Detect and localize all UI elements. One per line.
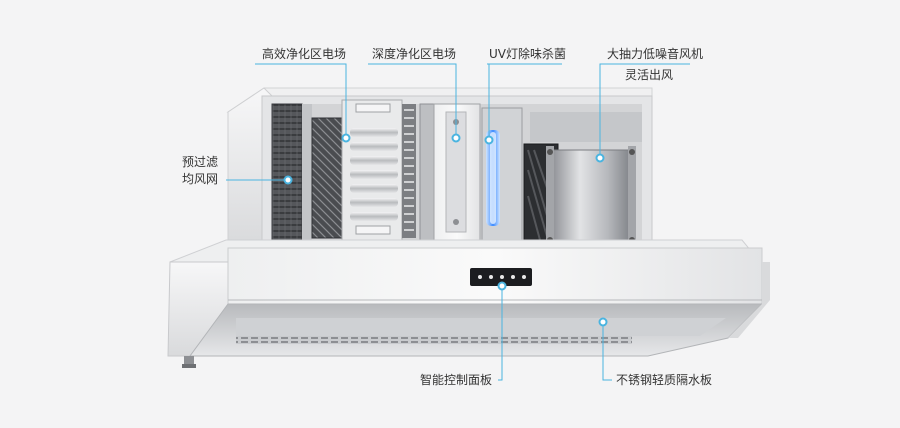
callout-line-baffle xyxy=(602,322,612,381)
label-efficient-purification: 高效净化区电场 xyxy=(262,47,347,61)
label-baffle: 不锈钢轻质隔水板 xyxy=(616,373,713,387)
hood-body xyxy=(167,239,770,368)
efficient-field-module xyxy=(311,99,416,241)
label-uv-lamp: UV灯除味杀菌 xyxy=(489,47,566,61)
callout-line-panel xyxy=(498,286,503,381)
uv-lamp-module xyxy=(481,107,523,243)
label-prefilter-line1: 预过滤 xyxy=(182,155,219,169)
callout-dots xyxy=(283,133,608,327)
electrode-tubes xyxy=(350,128,398,221)
label-prefilter-line2: 均风网 xyxy=(182,172,219,186)
prefilter-mesh xyxy=(271,103,312,245)
control-panel xyxy=(470,268,532,286)
callout-line-fan xyxy=(599,63,690,158)
callout-line-uv xyxy=(487,63,562,140)
label-control-panel: 智能控制面板 xyxy=(420,373,493,387)
deep-field-module xyxy=(419,103,481,241)
callout-line-efficient xyxy=(255,63,347,138)
callout-lines xyxy=(226,63,690,381)
label-deep-purification: 深度净化区电场 xyxy=(372,47,457,61)
label-fan-line1: 大抽力低噪音风机 xyxy=(607,47,704,61)
callout-line-deep xyxy=(368,63,457,138)
label-fan-line2: 灵活出风 xyxy=(625,68,674,82)
fan-module xyxy=(523,112,642,247)
